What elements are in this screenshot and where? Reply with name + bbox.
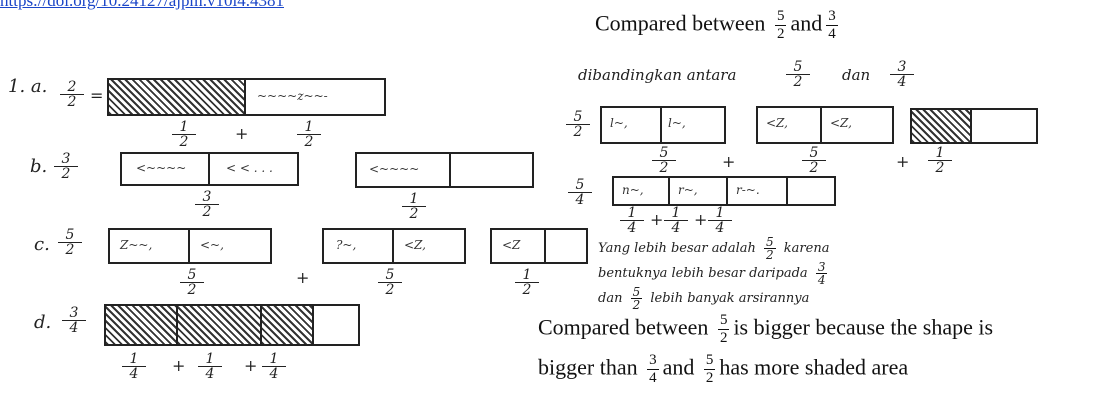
scribble-mark: r~, — [678, 183, 698, 197]
bar-cell — [110, 230, 190, 262]
bar-cell — [324, 230, 394, 262]
scribble-mark: l~, — [668, 116, 686, 130]
plus-sign: + — [235, 124, 249, 143]
bar-cell — [492, 230, 546, 262]
item-a-label: 1. a. — [8, 76, 48, 97]
fraction-bar-b2: <~~~~ — [355, 152, 534, 188]
equals-sign: = — [90, 86, 104, 105]
fraction-bar-b1: <~~~~ < < . . . — [120, 152, 299, 186]
bar-cell — [357, 154, 451, 186]
bar-cell — [728, 178, 788, 204]
scribble-mark: r-~. — [736, 183, 760, 197]
fraction-bar-c1: Z~~, <~, — [108, 228, 272, 264]
fraction-bar-r1: l~, l~, — [600, 106, 726, 144]
bar-cell — [122, 154, 210, 184]
scribble-mark: <Z, — [766, 116, 788, 130]
scribble-mark: l~, — [610, 116, 628, 130]
scribble-mark: <~~~~ — [136, 161, 187, 175]
fraction-bar-a: ~~~~z~~- — [107, 78, 386, 116]
bar-cell-shaded — [109, 80, 246, 114]
bar-cell-shaded — [178, 306, 262, 344]
item-d-label: d. — [34, 312, 52, 333]
scribble-mark: <Z — [502, 238, 521, 252]
bar-cell — [670, 178, 728, 204]
fraction-bar-c2: ?~, <Z, — [322, 228, 466, 264]
item-b-label: b. — [30, 156, 48, 177]
hw-and: dan — [842, 66, 871, 84]
bar-cell-shaded — [912, 110, 972, 142]
plus-sign: + — [896, 152, 910, 171]
plus-sign: + — [694, 210, 708, 229]
fraction-bar-d — [104, 304, 360, 346]
scribble-mark: n~, — [622, 183, 644, 197]
scribble-mark: ~~~~z~~- — [257, 89, 328, 103]
plus-sign: + — [650, 210, 664, 229]
fraction-bar-r3 — [910, 108, 1038, 144]
scribble-mark: <~~~~ — [369, 162, 420, 176]
fraction-bar-r2: <Z, <Z, — [756, 106, 894, 144]
scribble-mark: Z~~, — [120, 238, 153, 252]
handwritten-title: dibandingkan antara — [578, 66, 737, 84]
scribble-mark: <Z, — [830, 116, 852, 130]
plus-sign: + — [244, 356, 258, 375]
plus-sign: + — [172, 356, 186, 375]
scribble-mark: <~, — [200, 238, 224, 252]
scribble-mark: <Z, — [404, 238, 426, 252]
plus-sign: + — [296, 268, 310, 287]
scribble-mark: < < . . . — [226, 161, 273, 175]
fraction-bar-r4: n~, r~, r-~. — [612, 176, 836, 206]
scribble-mark: ?~, — [336, 238, 357, 252]
bar-cell — [602, 108, 662, 142]
plus-sign: + — [722, 152, 736, 171]
bar-cell — [614, 178, 670, 204]
bar-cell — [758, 108, 822, 142]
fraction-bar-c3: <Z — [490, 228, 588, 264]
doi-link[interactable]: https://doi.org/10.24127/ajpm.v10i4.4381 — [0, 0, 284, 10]
item-c-label: c. — [34, 234, 50, 255]
bar-cell-shaded — [106, 306, 178, 344]
bar-cell-shaded — [262, 306, 314, 344]
